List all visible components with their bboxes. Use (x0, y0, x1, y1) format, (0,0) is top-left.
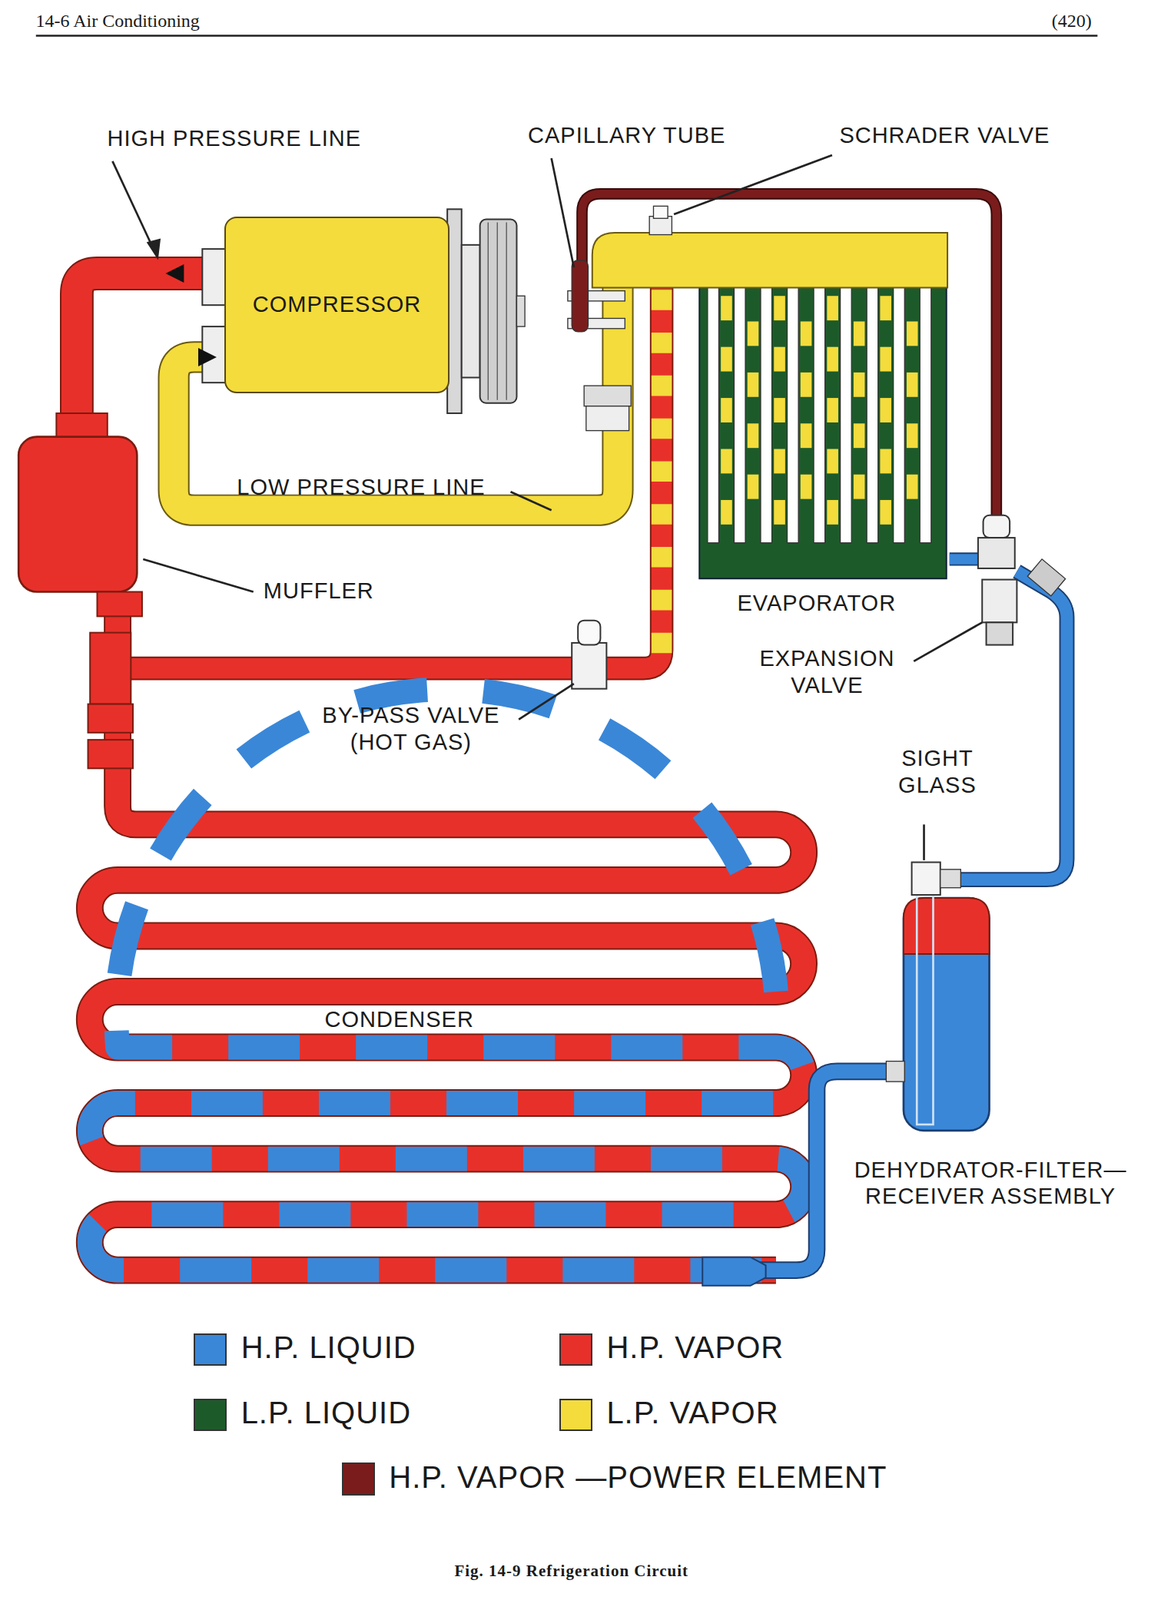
pipe-edge (89, 616, 804, 1271)
part-label: DEHYDRATOR-FILTER— RECEIVER ASSEMBLY (837, 1157, 1145, 1211)
legend-text: H.P. VAPOR —POWER ELEMENT (388, 1459, 887, 1497)
part-label: BY-PASS VALVE (HOT GAS) (291, 702, 531, 757)
evaporator-fin (787, 283, 800, 543)
refrigerant-line (89, 616, 804, 1271)
vapor-mark (720, 449, 733, 475)
evaporator-fin (733, 283, 746, 543)
evaporator-fin (760, 283, 773, 543)
evaporator-fin (840, 283, 853, 543)
vapor-mark (853, 372, 866, 398)
evaporator-fin (866, 283, 879, 543)
vapor-mark (826, 347, 839, 372)
legend-swatch (341, 1462, 375, 1497)
pipe-edge (949, 552, 981, 566)
part-label: MUFFLER (263, 577, 375, 605)
legend-swatch (193, 1399, 227, 1433)
vapor-mark (906, 372, 919, 398)
vapor-mark (879, 295, 892, 321)
vapor-mark (826, 500, 839, 525)
vapor-mark (800, 474, 813, 500)
part-label: SIGHT GLASS (875, 745, 999, 800)
components (18, 205, 1065, 1286)
legend-swatch (193, 1333, 227, 1367)
page-number: (420) (1051, 9, 1092, 33)
vapor-mark (879, 500, 892, 525)
part-label: HIGH PRESSURE LINE (107, 125, 362, 153)
pipe-edge (960, 571, 1067, 880)
vapor-mark (720, 295, 733, 321)
vapor-mark (853, 474, 866, 500)
vapor-mark (747, 372, 760, 398)
legend-swatch (559, 1333, 593, 1367)
vapor-mark (826, 398, 839, 423)
evaporator-fin (707, 283, 720, 543)
vapor-mark (773, 295, 786, 321)
refrigerant-line (89, 689, 804, 1271)
part-label: CONDENSER (325, 1006, 475, 1034)
evaporator-fin (893, 283, 906, 543)
vapor-mark (747, 321, 760, 346)
vapor-mark (773, 449, 786, 475)
component-name: COMPRESSOR (252, 291, 422, 318)
vapor-mark (773, 347, 786, 372)
vapor-mark (720, 398, 733, 423)
legend-text: H.P. LIQUID (241, 1329, 417, 1367)
refrigerant-line (960, 571, 1067, 880)
vapor-mark (906, 423, 919, 448)
leader-lines (112, 155, 982, 861)
header-rule (36, 34, 1098, 37)
vapor-mark (853, 423, 866, 448)
part-label: LOW PRESSURE LINE (236, 474, 485, 501)
vapor-mark (747, 474, 760, 500)
vapor-mark (800, 321, 813, 346)
part-label: EVAPORATOR (736, 590, 896, 617)
figure-caption: Fig. 14-9 Refrigeration Circuit (454, 1562, 689, 1582)
part-label: EXPANSION VALVE (735, 645, 919, 700)
legend-swatch (559, 1399, 593, 1433)
evaporator-fin (813, 283, 826, 543)
compressor-body: COMPRESSOR (224, 216, 449, 394)
part-label: SCHRADER VALVE (839, 122, 1050, 150)
vapor-mark (879, 347, 892, 372)
vapor-mark (906, 321, 919, 346)
vapor-mark (800, 372, 813, 398)
vapor-mark (826, 295, 839, 321)
part-label: CAPILLARY TUBE (527, 122, 726, 150)
vapor-mark (800, 423, 813, 448)
vapor-mark (720, 500, 733, 525)
legend-text: H.P. VAPOR (606, 1329, 784, 1367)
vapor-mark (720, 347, 733, 372)
refrigerant-line (651, 288, 673, 654)
vapor-mark (853, 321, 866, 346)
refrigerant-line (949, 553, 981, 564)
page-header: 14-6 Air Conditioning (36, 9, 200, 33)
evaporator-fin (919, 283, 932, 543)
vapor-mark (773, 398, 786, 423)
legend-text: L.P. VAPOR (606, 1394, 779, 1432)
vapor-mark (826, 449, 839, 475)
vapor-mark (747, 423, 760, 448)
vapor-mark (906, 474, 919, 500)
vapor-mark (773, 500, 786, 525)
legend-text: L.P. LIQUID (241, 1394, 412, 1432)
vapor-mark (879, 398, 892, 423)
vapor-mark (879, 449, 892, 475)
